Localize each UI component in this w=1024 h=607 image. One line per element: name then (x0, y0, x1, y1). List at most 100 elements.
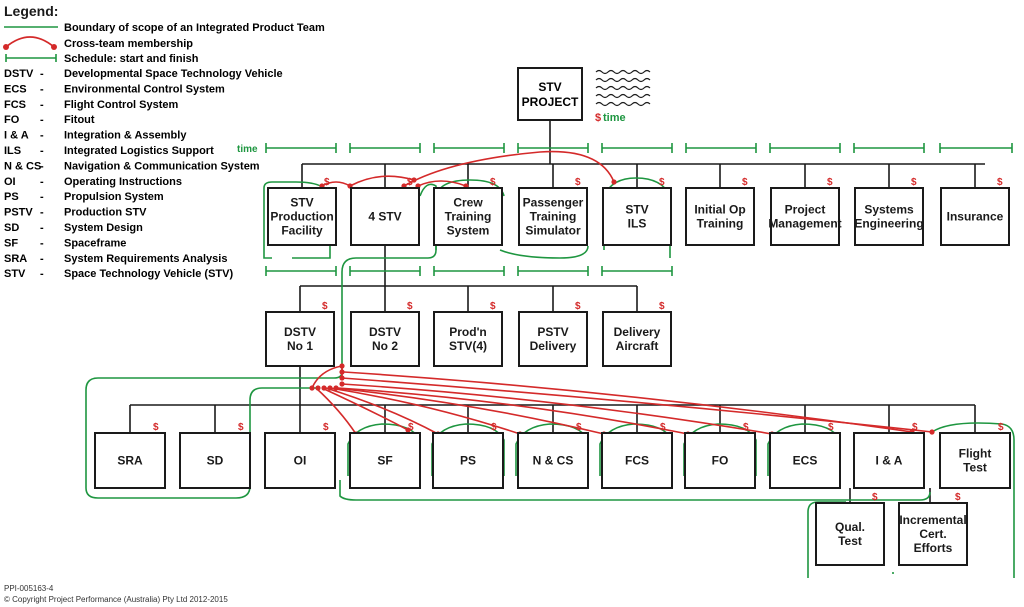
node-label-line: Production (270, 210, 333, 224)
abbreviation-separator: - (40, 68, 44, 80)
node-box (685, 187, 755, 246)
wbs-node-insurance[interactable]: $Insurance (940, 177, 1010, 246)
cost-marker: $ (660, 422, 666, 433)
cost-marker: $ (576, 422, 582, 433)
node-box (601, 432, 673, 489)
node-box (602, 187, 672, 246)
node-label-line: STV(4) (449, 339, 487, 353)
abbreviation-meaning: Fitout (64, 114, 95, 126)
boundary-passenger (499, 245, 589, 259)
legend-schedule-item: Schedule: start and finish (5, 53, 199, 65)
node-label-line: Simulator (525, 224, 581, 238)
abbreviation-separator: - (40, 207, 44, 219)
abbreviation-meaning: Integration & Assembly (64, 130, 187, 142)
wbs-node-oi[interactable]: $OI (264, 422, 336, 489)
node-label-line: Aircraft (616, 339, 659, 353)
node-label-line: Systems (864, 203, 914, 217)
legend-boundary-label: Boundary of scope of an Integrated Produ… (64, 22, 325, 34)
abbreviation-row: SRA-System Requirements Analysis (4, 253, 227, 265)
wbs-node-sd[interactable]: $SD (179, 422, 251, 489)
node-box (265, 311, 335, 367)
legend-cross-label: Cross-team membership (64, 38, 193, 50)
abbreviation-code: PSTV (4, 207, 33, 219)
abbreviation-meaning: Production STV (64, 207, 147, 219)
wbs-node-ecs[interactable]: $ECS (769, 422, 841, 489)
node-box (898, 502, 968, 566)
node-box (769, 432, 841, 489)
abbreviation-separator: - (40, 191, 44, 203)
node-label-line: Management (768, 217, 841, 231)
abbreviation-separator: - (40, 253, 44, 265)
node-label-line: STV (290, 196, 313, 210)
node-label-line: N & CS (533, 454, 574, 468)
abbreviation-row: DSTV-Developmental Space Technology Vehi… (4, 68, 283, 80)
schedule-bars (265, 143, 1013, 276)
abbreviation-separator: - (40, 114, 44, 126)
abbreviation-meaning: Spaceframe (64, 237, 126, 249)
abbreviation-code: STV (4, 268, 26, 280)
node-label-line: OI (294, 454, 307, 468)
node-label-line: Delivery (614, 325, 661, 339)
node-label-line: Qual. (835, 520, 865, 534)
abbreviation-row: N & CS-Navigation & Communication System (4, 160, 260, 172)
node-box (264, 432, 336, 489)
node-label-line: Delivery (530, 339, 577, 353)
wbs-node-ps[interactable]: $ PS (432, 422, 504, 489)
cost-marker: $ (872, 492, 878, 503)
abbreviation-code: ECS (4, 83, 27, 95)
abbreviation-meaning: Operating Instructions (64, 176, 182, 188)
node-box (349, 432, 421, 489)
abbreviation-meaning: Integrated Logistics Support (64, 145, 214, 157)
wbs-node-sf[interactable]: $SF (349, 422, 421, 489)
node-box (940, 187, 1010, 246)
node-box (267, 187, 337, 246)
node-label-line: PSTV (537, 325, 568, 339)
node-box (770, 187, 840, 246)
wbs-node-fcs[interactable]: $FCS (601, 422, 673, 489)
node-label-line: Test (963, 461, 987, 475)
cost-marker: $ (659, 177, 665, 188)
root-time: time (603, 112, 626, 124)
legend-cross-item: Cross-team membership (3, 36, 193, 50)
wbs-node-qual-test[interactable]: $Qual.Test (815, 492, 885, 566)
node-label-line: 4 STV (368, 210, 401, 224)
abbreviation-code: DSTV (4, 68, 34, 80)
cross-dot (3, 44, 9, 50)
cost-marker: $ (407, 177, 413, 188)
cost-marker: $ (911, 177, 917, 188)
cost-marker: $ (575, 301, 581, 312)
cost-marker: $ (491, 422, 497, 433)
node-label-line: Cert. (919, 527, 946, 541)
node-label-line: PS (460, 454, 476, 468)
wbs-node-sra[interactable]: $SRA (94, 422, 166, 489)
cost-marker: $ (828, 422, 834, 433)
abbreviation-list: DSTV-Developmental Space Technology Vehi… (4, 68, 283, 280)
node-label-line: Engineering (854, 217, 923, 231)
node-box (433, 311, 503, 367)
node-label-line: STV (625, 203, 648, 217)
schedule-time-label: time (237, 144, 258, 155)
node-label-line: Initial Op (694, 203, 745, 217)
wbs-node-n-cs[interactable]: $ N & CS (517, 422, 589, 489)
wbs-node-4-stv[interactable]: $4 STV (350, 177, 420, 246)
wbs-node-i-a[interactable]: $I & A (853, 422, 925, 489)
node-box (853, 432, 925, 489)
node-label-line: Prod'n (449, 325, 487, 339)
wbs-node-fo[interactable]: $FO (684, 422, 756, 489)
root-node[interactable]: STV PROJECT (517, 67, 583, 121)
